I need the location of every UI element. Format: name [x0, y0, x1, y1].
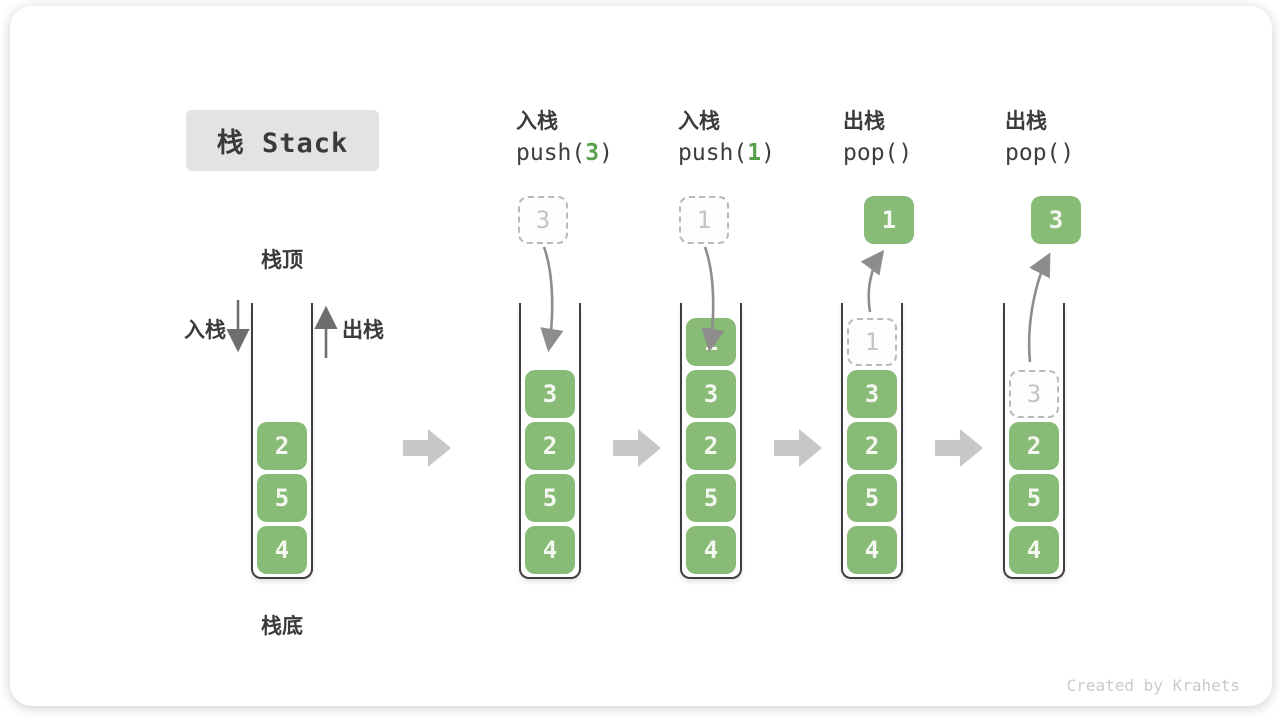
- operation-code-post: ): [761, 140, 775, 166]
- stack-cell: 2: [525, 422, 575, 470]
- stack-cell: 1: [686, 318, 736, 366]
- stack-cell: 3: [525, 370, 575, 418]
- operation-code-pre: pop(): [843, 140, 913, 166]
- stack-cell: 4: [686, 526, 736, 574]
- stack-cell: 5: [525, 474, 575, 522]
- incoming-value-box: 1: [679, 196, 729, 244]
- stack-cell: 4: [257, 526, 307, 574]
- stack-cell: 5: [1009, 474, 1059, 522]
- stack-cell: 2: [1009, 422, 1059, 470]
- operation-code-pre: pop(): [1005, 140, 1075, 166]
- stack-cell: 2: [686, 422, 736, 470]
- diagram-title-box: 栈 Stack: [186, 110, 379, 171]
- operation-code-pre: push(: [678, 140, 748, 166]
- operation-code-post: ): [599, 140, 613, 166]
- operation-label: 入栈: [678, 109, 720, 133]
- incoming-value-box: 3: [518, 196, 568, 244]
- stack-cell: 2: [847, 422, 897, 470]
- operation-code: push(1): [678, 140, 775, 166]
- operation-code-arg: 1: [747, 140, 762, 166]
- stack-cell: 5: [257, 474, 307, 522]
- stack-cell: 5: [847, 474, 897, 522]
- operation-code: pop(): [843, 140, 912, 166]
- stack-cell: 3: [847, 370, 897, 418]
- operation-code: push(3): [516, 140, 613, 166]
- diagram-title: 栈 Stack: [216, 128, 349, 159]
- operation-label: 出栈: [1005, 109, 1047, 133]
- watermark: Created by Krahets: [1066, 676, 1240, 695]
- operation-code-arg: 3: [585, 140, 600, 166]
- stack-cell: 5: [686, 474, 736, 522]
- operation-label: 出栈: [843, 109, 885, 133]
- operation-code: pop(): [1005, 140, 1074, 166]
- stack-cell: 3: [686, 370, 736, 418]
- operation-label: 入栈: [516, 109, 558, 133]
- popped-value-box: 1: [864, 196, 914, 244]
- push-side-label: 入栈: [184, 318, 226, 342]
- operation-code-pre: push(: [516, 140, 586, 166]
- stack-cell-popped-ghost: 3: [1009, 370, 1059, 418]
- stack-cell: 4: [847, 526, 897, 574]
- popped-value-box: 3: [1031, 196, 1081, 244]
- stack-cell-popped-ghost: 1: [847, 318, 897, 366]
- stack-cell: 4: [1009, 526, 1059, 574]
- stack-bottom-label: 栈底: [261, 614, 303, 638]
- stack-cell: 2: [257, 422, 307, 470]
- pop-side-label: 出栈: [342, 318, 384, 342]
- stack-cell: 4: [525, 526, 575, 574]
- stack-top-label: 栈顶: [261, 248, 303, 272]
